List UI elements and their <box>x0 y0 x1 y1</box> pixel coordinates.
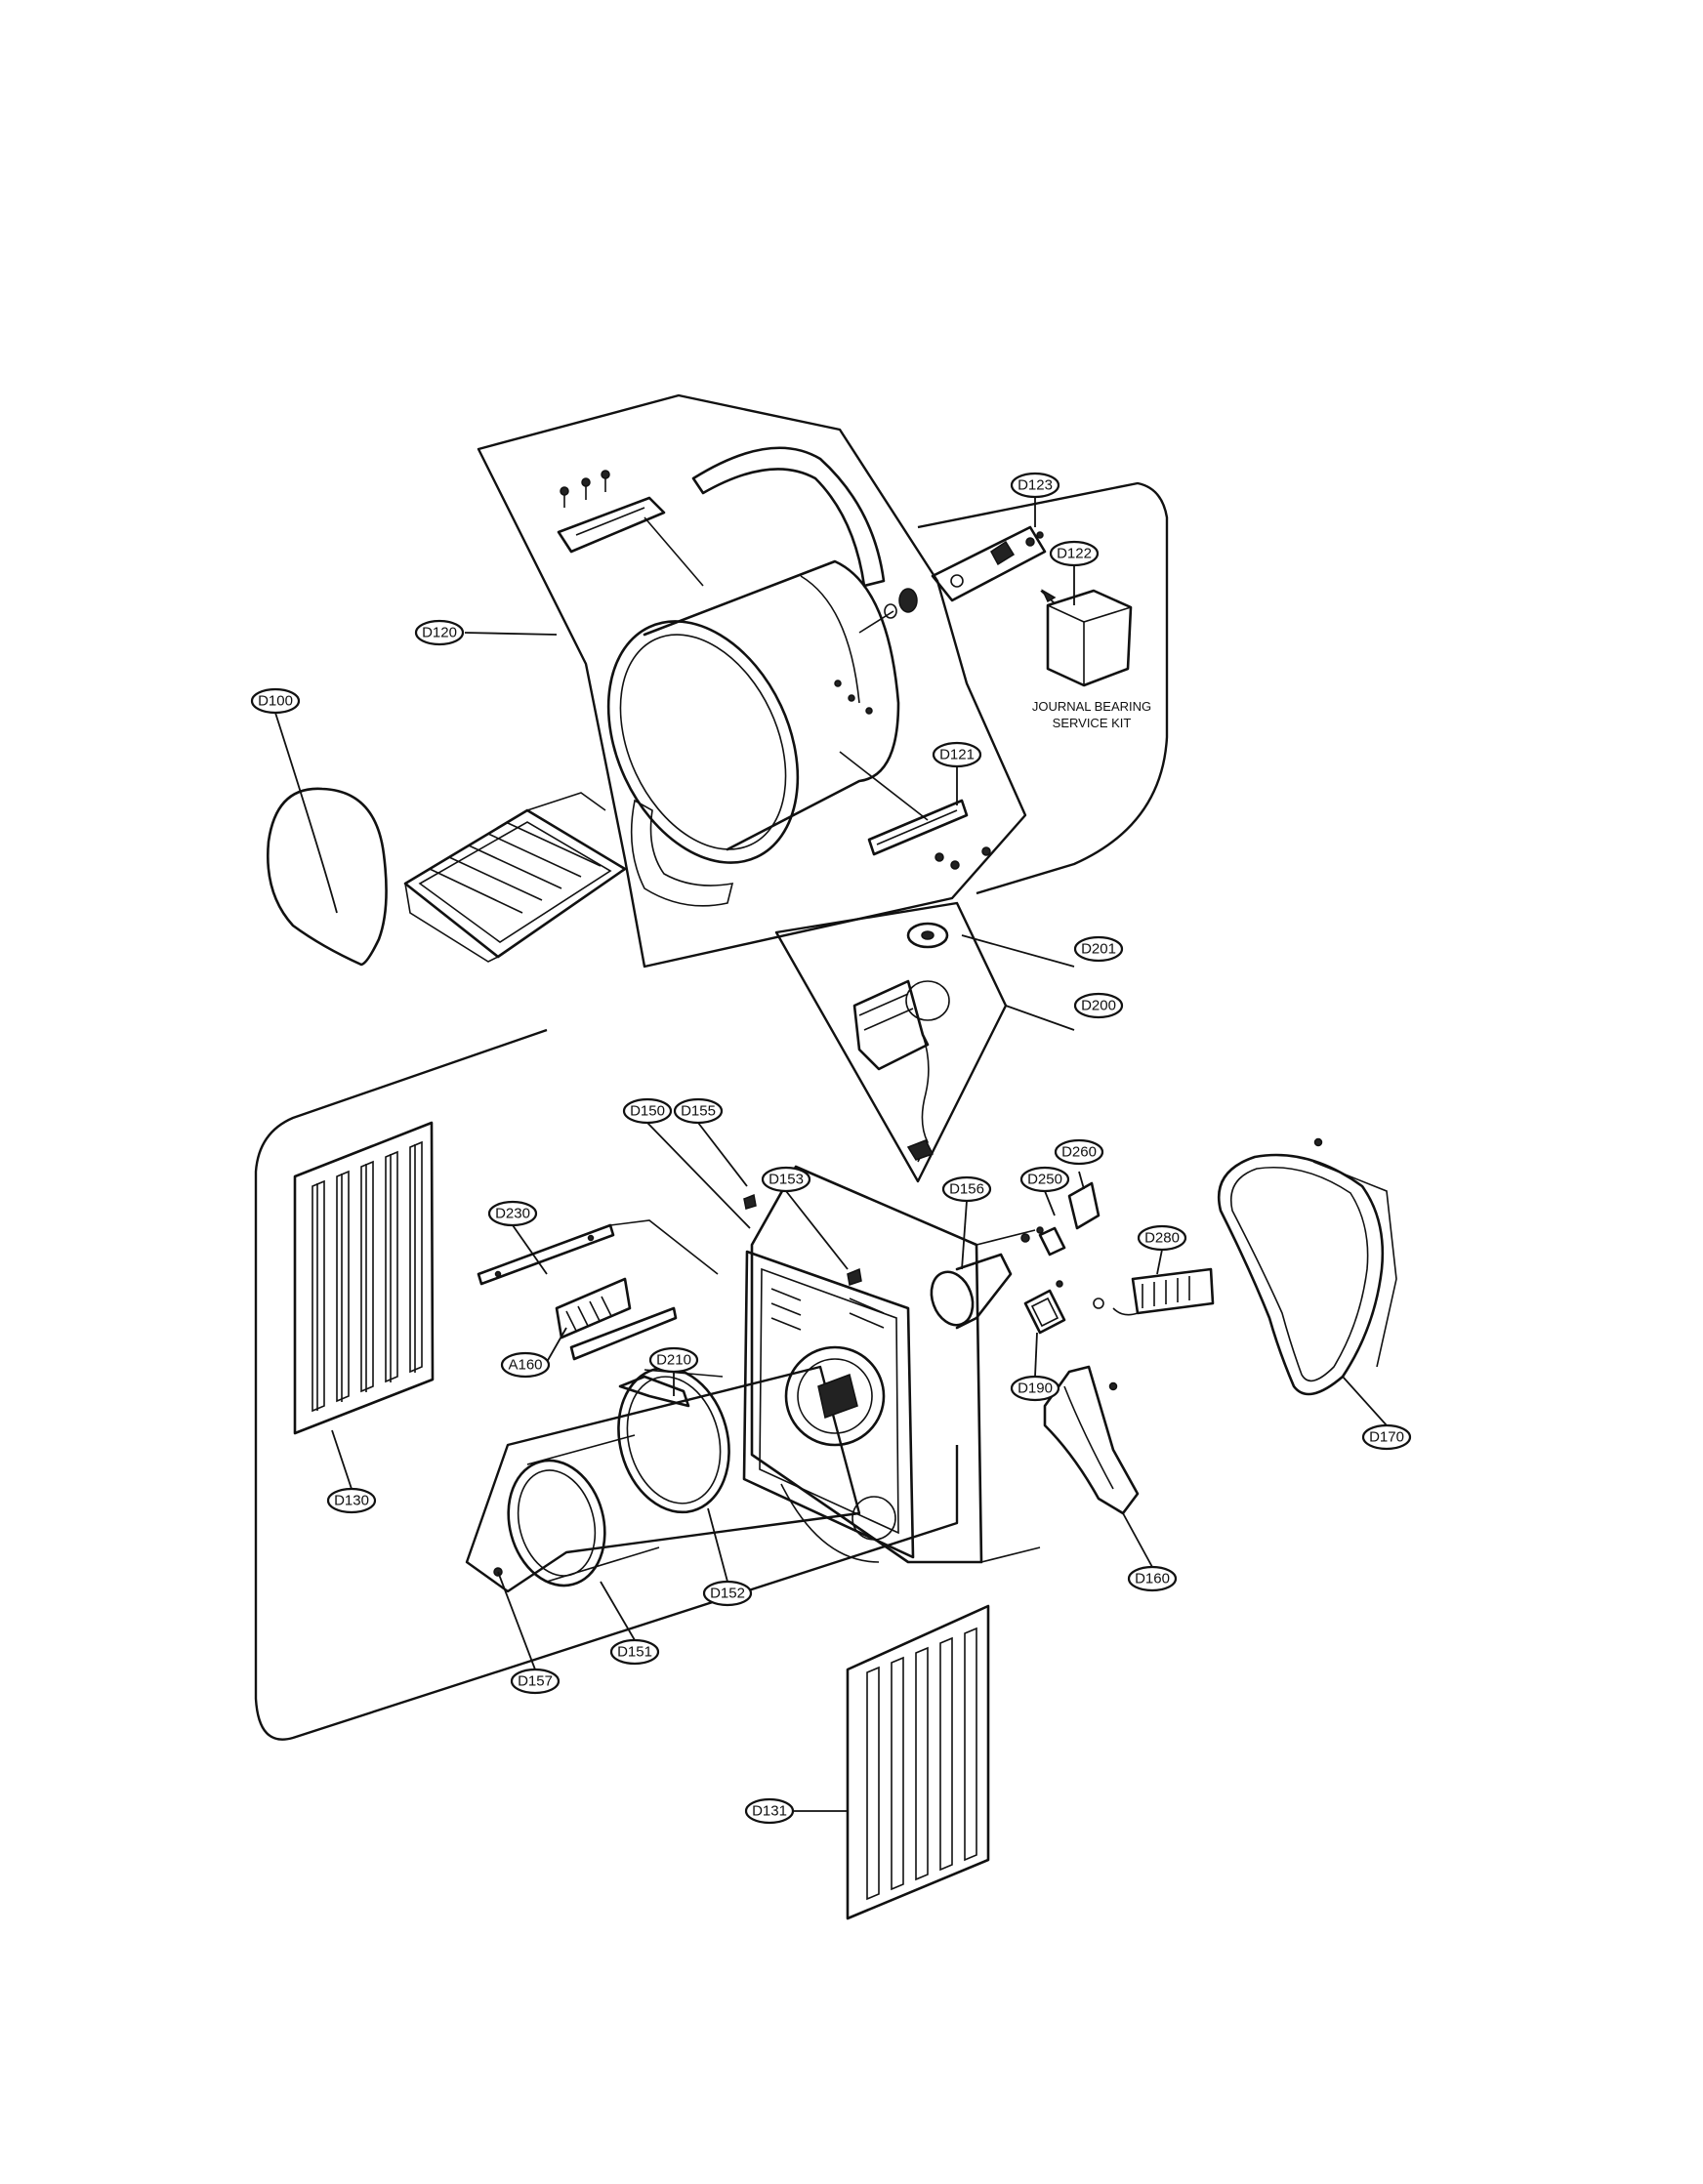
callout-d230: D230 <box>487 1200 538 1227</box>
svg-text:D200: D200 <box>1081 998 1116 1014</box>
svg-text:A160: A160 <box>508 1357 542 1374</box>
callout-d156: D156 <box>941 1175 992 1203</box>
svg-text:D155: D155 <box>681 1103 716 1120</box>
drum-rear-bulkhead <box>630 446 886 907</box>
callout-d280: D280 <box>1137 1224 1187 1252</box>
svg-text:D153: D153 <box>768 1172 804 1188</box>
svg-text:D157: D157 <box>518 1673 553 1690</box>
door-switch-bracket <box>569 1306 690 1408</box>
callout-d155: D155 <box>673 1097 724 1125</box>
svg-text:D190: D190 <box>1018 1380 1053 1397</box>
front-panel-bracket <box>477 1219 719 1286</box>
callout-d210: D210 <box>648 1346 699 1374</box>
rear-duct <box>1043 1365 1140 1515</box>
svg-text:D121: D121 <box>939 747 975 763</box>
svg-text:D250: D250 <box>1027 1172 1062 1188</box>
lint-filter-tray <box>403 792 627 963</box>
side-panel-left <box>293 1121 435 1435</box>
bearing-bracket <box>858 525 1047 634</box>
front-bulkhead <box>742 1165 1041 1564</box>
exhaust-gasket <box>1023 1280 1066 1335</box>
svg-text:D130: D130 <box>334 1493 369 1509</box>
heater-group-outline <box>774 901 1008 1183</box>
callout-d157: D157 <box>510 1668 561 1695</box>
svg-text:D122: D122 <box>1057 546 1092 562</box>
svg-text:D123: D123 <box>1018 477 1053 494</box>
callout-d152: D152 <box>702 1580 753 1607</box>
callout-d123: D123 <box>1010 472 1060 499</box>
svg-text:D131: D131 <box>752 1803 787 1820</box>
svg-text:D120: D120 <box>422 625 457 641</box>
side-panel-right <box>846 1604 990 1920</box>
drum <box>606 559 900 864</box>
callout-d120: D120 <box>414 619 465 646</box>
callout-d200: D200 <box>1073 992 1124 1019</box>
bearing-kit-outline <box>917 481 1169 895</box>
svg-text:D201: D201 <box>1081 941 1116 958</box>
callout-d201: D201 <box>1073 935 1124 963</box>
heater-housing <box>852 979 950 1163</box>
lint-filter-housing <box>555 1277 632 1339</box>
wire-harness-connector <box>1093 1267 1215 1316</box>
svg-text:D151: D151 <box>617 1644 652 1661</box>
callout-d250: D250 <box>1019 1166 1070 1193</box>
svg-text:D156: D156 <box>949 1181 984 1198</box>
callout-d130: D130 <box>326 1487 377 1514</box>
leader-lines <box>274 498 1388 1812</box>
door-seal <box>617 1366 730 1514</box>
blower-housing <box>930 1233 1030 1330</box>
svg-text:D152: D152 <box>710 1586 745 1602</box>
callout-d131: D131 <box>744 1797 795 1825</box>
callout-d151: D151 <box>609 1638 660 1666</box>
callout-d150: D150 <box>622 1097 673 1125</box>
callout-d121: D121 <box>932 741 982 768</box>
svg-text:D150: D150 <box>630 1103 665 1120</box>
lower-drum-support <box>839 751 991 870</box>
svg-text:D100: D100 <box>258 693 293 710</box>
cabinet-group-outline <box>254 1028 959 1741</box>
svg-text:D260: D260 <box>1061 1144 1097 1161</box>
kit-note-line2: SERVICE KIT <box>1053 716 1132 730</box>
thermostat <box>906 922 949 949</box>
drum-group-outline <box>477 393 1027 968</box>
front-duct-ring <box>493 1434 660 1587</box>
callout-d153: D153 <box>761 1166 811 1193</box>
callout-d190: D190 <box>1010 1375 1060 1402</box>
svg-text:D280: D280 <box>1144 1230 1180 1247</box>
callout-d160: D160 <box>1127 1565 1178 1592</box>
journal-bearing-kit-box <box>1040 589 1133 687</box>
hinge-clips <box>743 1193 862 1286</box>
kit-note-line1: JOURNAL BEARING <box>1032 699 1151 714</box>
callout-d100: D100 <box>250 687 301 715</box>
svg-text:D170: D170 <box>1369 1429 1404 1446</box>
callout-d122: D122 <box>1049 540 1100 567</box>
svg-text:D210: D210 <box>656 1352 691 1369</box>
upper-drum-support <box>557 470 704 587</box>
svg-text:D160: D160 <box>1135 1571 1170 1587</box>
callout-a160: A160 <box>500 1351 551 1379</box>
svg-text:D230: D230 <box>495 1206 530 1222</box>
callout-d170: D170 <box>1361 1423 1412 1451</box>
door-ring-group-outline <box>465 1365 861 1593</box>
rear-seal <box>1217 1137 1397 1396</box>
drum-belt <box>267 787 388 967</box>
callout-d260: D260 <box>1054 1138 1104 1166</box>
